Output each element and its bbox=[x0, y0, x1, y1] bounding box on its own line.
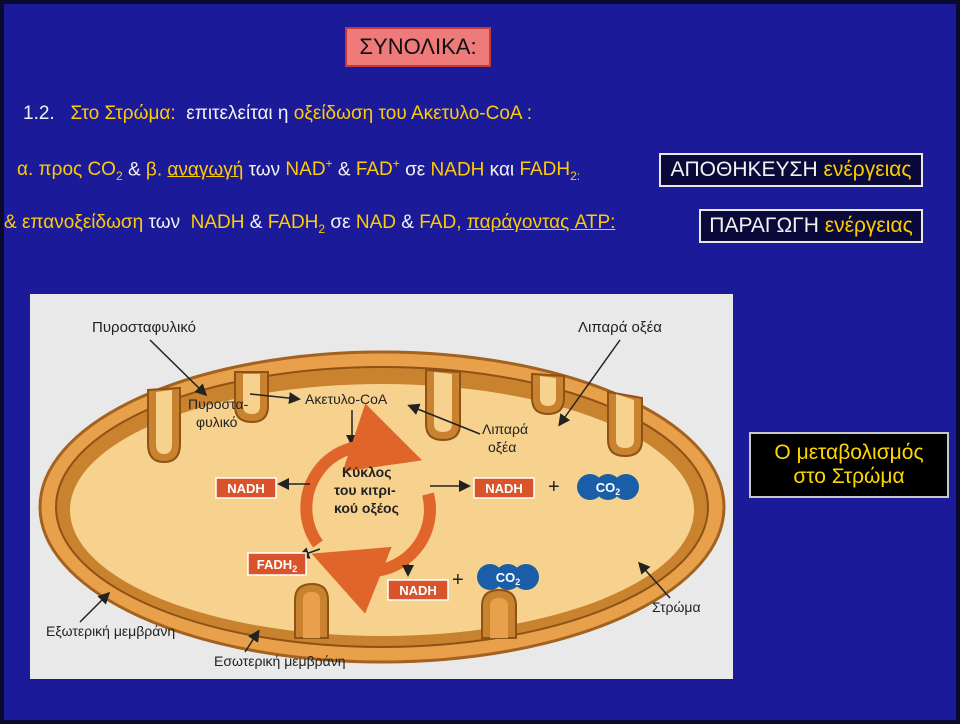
line-2-amp: & bbox=[127, 159, 141, 181]
line-2-reduction: αναγωγή bbox=[167, 159, 244, 181]
line-3-fadh: FADH2 bbox=[267, 212, 326, 236]
label-inner-membrane: Εσωτερική μεμβράνη bbox=[214, 653, 346, 669]
line-3-atp: παράγοντας ATP: bbox=[466, 212, 616, 233]
line-2-kai: και bbox=[489, 159, 515, 181]
label-outer-membrane: Εξωτερική μεμβράνη bbox=[46, 623, 175, 639]
arrow-inner-membrane bbox=[244, 629, 260, 653]
line-2-se: σε bbox=[405, 159, 426, 181]
svg-text:NADH: NADH bbox=[227, 481, 265, 496]
line-3: & επανοξείδωση των NADH & FADH2 σε NAD &… bbox=[4, 212, 615, 236]
cycle-label-2: του κιτρι- bbox=[334, 482, 396, 498]
nadh-badge-bottom: NADH bbox=[387, 579, 449, 601]
fadh2-badge: FADH2 bbox=[247, 552, 307, 576]
line-2-b: β. bbox=[145, 159, 163, 181]
label-acetyl-coa: Ακετυλο-CoA bbox=[305, 391, 388, 407]
line-3-amp: & bbox=[249, 212, 263, 233]
citric-acid-cycle: Κύκλος του κιτρι- κού οξέος bbox=[300, 403, 436, 614]
production-box: ΠΑΡΑΓΩΓΗ ενέργειας bbox=[699, 209, 923, 243]
nadh-badge-left: NADH bbox=[215, 477, 277, 499]
arrow-stroma bbox=[638, 561, 671, 599]
svg-text:NADH: NADH bbox=[485, 481, 523, 496]
label-fatty-acids-outer: Λιπαρά οξέα bbox=[578, 319, 662, 336]
line-2-nad: NAD+ bbox=[285, 157, 333, 181]
arrow-outer-membrane bbox=[79, 591, 111, 623]
line-2-ton: των bbox=[248, 159, 281, 181]
line-3-nadh: NADH bbox=[190, 212, 245, 233]
plus-sign-2: + bbox=[452, 569, 464, 591]
line-2-fad: FAD+ bbox=[355, 157, 400, 181]
svg-text:NADH: NADH bbox=[399, 583, 437, 598]
metabolism-box-line-1: Ο μεταβολισμός bbox=[774, 441, 924, 464]
mitochondrion-svg: Πυροσταφυλικό Λιπαρά οξέα Πυροστα- φυλικ… bbox=[38, 319, 726, 669]
metabolism-box-line-2: στο Στρώμα bbox=[793, 465, 905, 488]
line-1-text: επιτελείται η bbox=[186, 103, 289, 124]
line-2-a: α. προς CO2 bbox=[17, 159, 123, 184]
line-3-ton: των bbox=[148, 212, 181, 233]
line-3-se: σε bbox=[330, 212, 351, 233]
line-1-stroma: Στο Στρώμα: bbox=[70, 103, 176, 124]
label-pyruvate-inner-2: φυλικό bbox=[196, 414, 238, 430]
nadh-badge-right: NADH bbox=[473, 477, 535, 499]
label-fatty-inner-2: οξέα bbox=[488, 439, 516, 455]
line-2-amp2: & bbox=[337, 159, 351, 181]
arrow-pyruvate-in bbox=[149, 339, 208, 397]
line-2: α. προς CO2 & β. αναγωγή των NAD+ & FAD+… bbox=[17, 157, 580, 183]
line-3-reoxidation: & επανοξείδωση bbox=[4, 212, 144, 233]
line-1-oxidation: οξείδωση του Ακετυλο-CoA : bbox=[293, 103, 533, 124]
line-3-nad: NAD bbox=[355, 212, 396, 233]
label-pyruvate-outer: Πυροσταφυλικό bbox=[92, 319, 196, 336]
plus-sign-1: + bbox=[548, 476, 560, 498]
line-1: 1.2. Στο Στρώμα: επιτελείται η οξείδωση … bbox=[23, 103, 532, 125]
line-3-fad: FAD, bbox=[419, 212, 462, 233]
arrow-pyruvate-to-acetyl bbox=[249, 392, 301, 405]
metabolism-box: Ο μεταβολισμός στο Στρώμα bbox=[749, 432, 949, 498]
line-2-nadh: NADH bbox=[430, 159, 485, 181]
svg-text:CO2: CO2 bbox=[596, 480, 621, 497]
label-pyruvate-inner-1: Πυροστα- bbox=[188, 396, 249, 412]
co2-molecule-1: CO2 bbox=[577, 474, 639, 500]
line-1-number: 1.2. bbox=[23, 103, 55, 124]
slide-title: ΣΥΝΟΛΙΚΑ: bbox=[345, 27, 491, 67]
storage-box: ΑΠΟΘΗΚΕΥΣΗ ενέργειας bbox=[659, 153, 923, 187]
svg-text:CO2: CO2 bbox=[496, 570, 521, 587]
slide: ΣΥΝΟΛΙΚΑ: 1.2. Στο Στρώμα: επιτελείται η… bbox=[4, 4, 956, 720]
line-3-amp2: & bbox=[401, 212, 414, 233]
label-fatty-inner-1: Λιπαρά bbox=[482, 421, 528, 437]
cycle-label-1: Κύκλος bbox=[342, 464, 392, 480]
arrow-fatty-in bbox=[558, 339, 621, 427]
line-2-fadh: FADH2: bbox=[519, 159, 581, 184]
svg-text:FADH2: FADH2 bbox=[257, 557, 297, 574]
mitochondrion-diagram: Πυροσταφυλικό Λιπαρά οξέα Πυροστα- φυλικ… bbox=[30, 294, 733, 679]
label-stroma: Στρώμα bbox=[652, 599, 701, 615]
co2-molecule-2: CO2 bbox=[477, 564, 539, 590]
cycle-label-3: κού οξέος bbox=[334, 500, 399, 516]
